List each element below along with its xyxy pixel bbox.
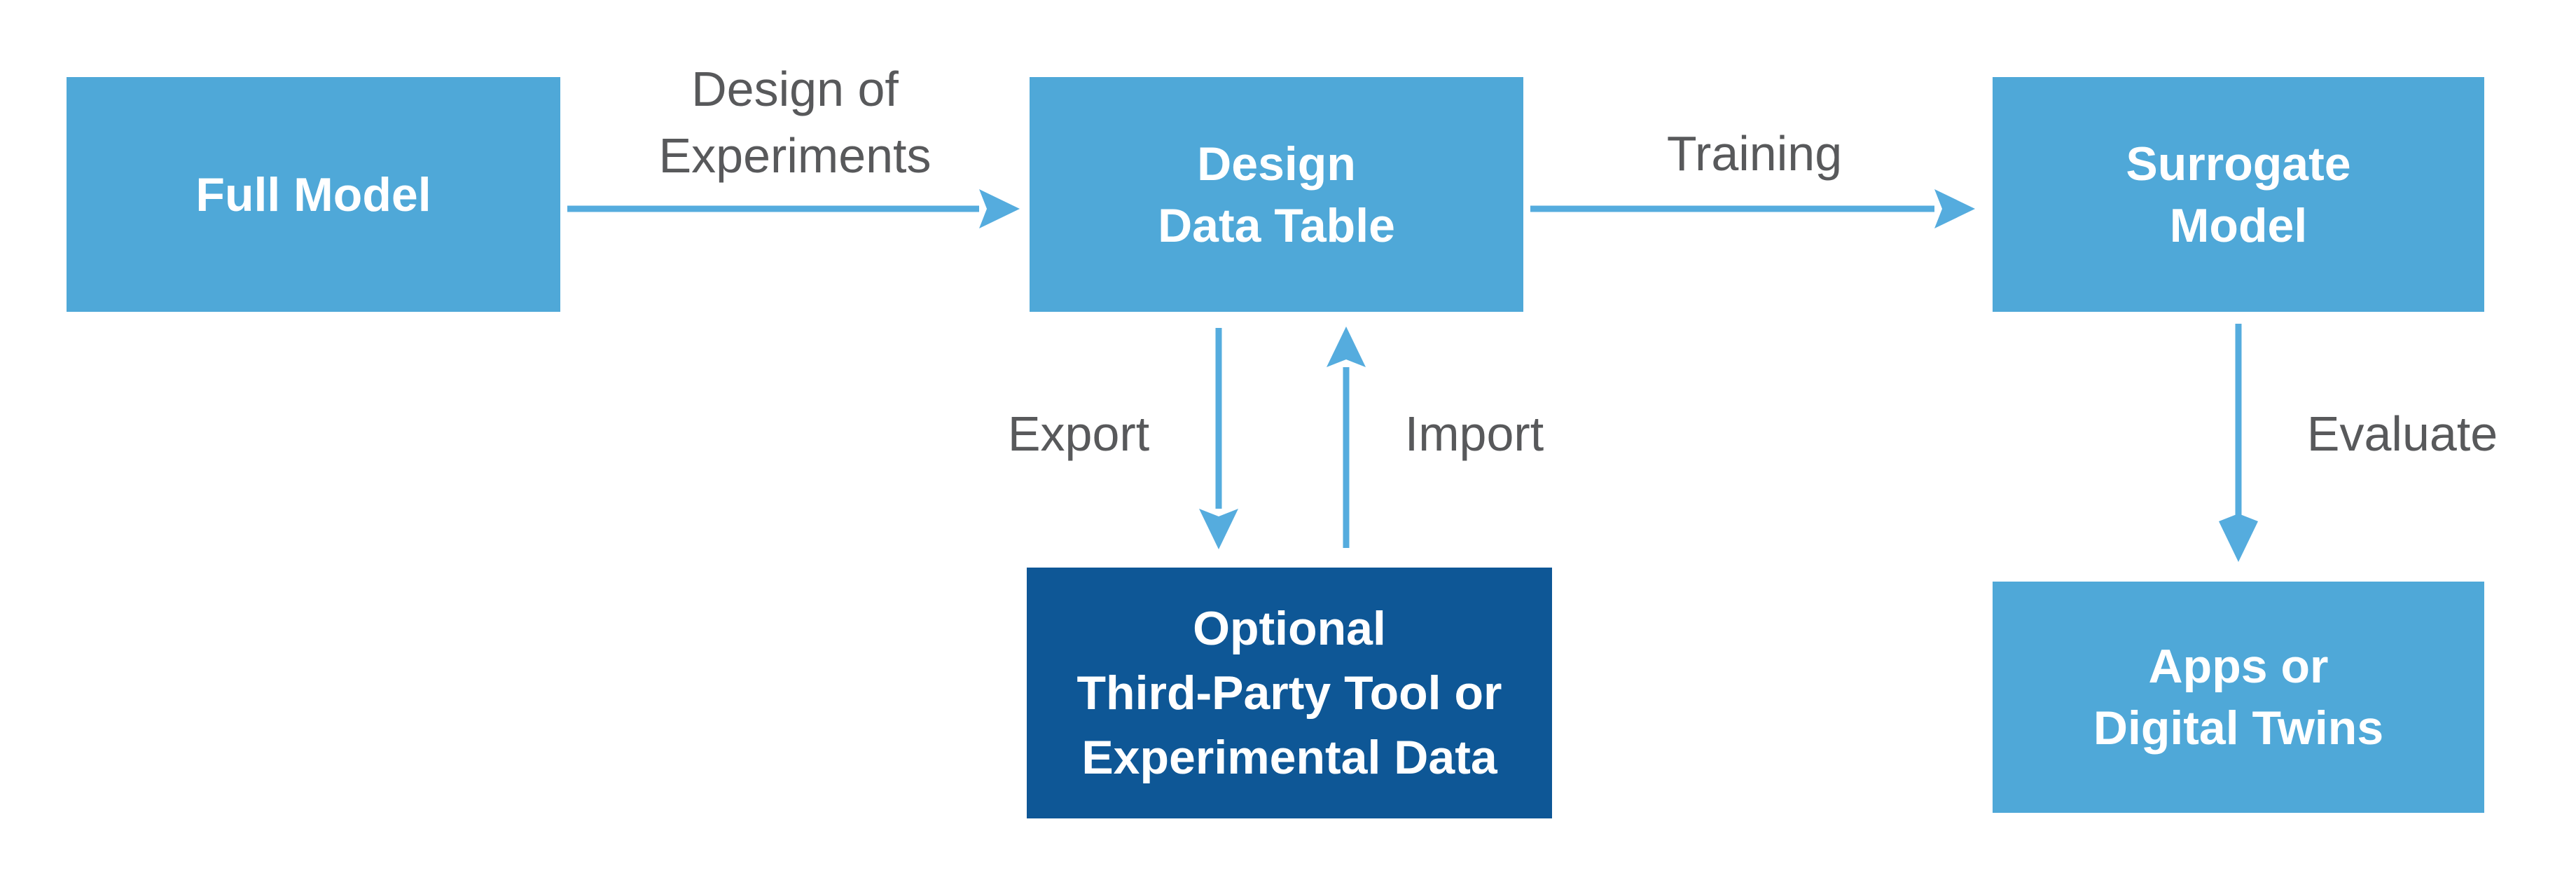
surrogate-model-box: Surrogate Model [1993,77,2484,312]
apps-digital-twins-label-line2: Digital Twins [2093,701,2384,755]
third-party-label-line3: Experimental Data [1081,731,1497,784]
apps-digital-twins-box: Apps or Digital Twins [1993,582,2484,813]
surrogate-model-label-line2: Model [2169,198,2308,252]
full-model-box: Full Model [67,77,560,312]
design-of-experiments-label: Design of Experiments [574,56,1016,189]
import-label: Import [1404,406,1544,461]
design-of-experiments-label-line2: Experiments [658,128,932,183]
third-party-label-line2: Third-Party Tool or [1076,666,1502,720]
third-party-box: Optional Third-Party Tool or Experimenta… [1027,568,1552,818]
apps-digital-twins-label-line1: Apps or [2148,640,2329,693]
design-data-table-label-line1: Design [1197,137,1356,191]
evaluate-label: Evaluate [2306,406,2498,461]
export-label: Export [1007,406,1150,461]
evaluate-arrow [2219,324,2258,562]
design-data-table-box: Design Data Table [1030,77,1523,312]
design-of-experiments-arrow [567,189,1020,228]
third-party-label-line1: Optional [1193,602,1386,655]
training-arrow [1530,189,1975,228]
surrogate-model-label-line1: Surrogate [2126,137,2351,191]
design-of-experiments-label-line1: Design of [691,62,899,116]
export-arrow [1199,328,1238,549]
design-data-table-label-line2: Data Table [1158,198,1395,252]
full-model-label: Full Model [195,167,431,221]
import-arrow [1327,327,1366,548]
training-label: Training [1666,126,1843,181]
